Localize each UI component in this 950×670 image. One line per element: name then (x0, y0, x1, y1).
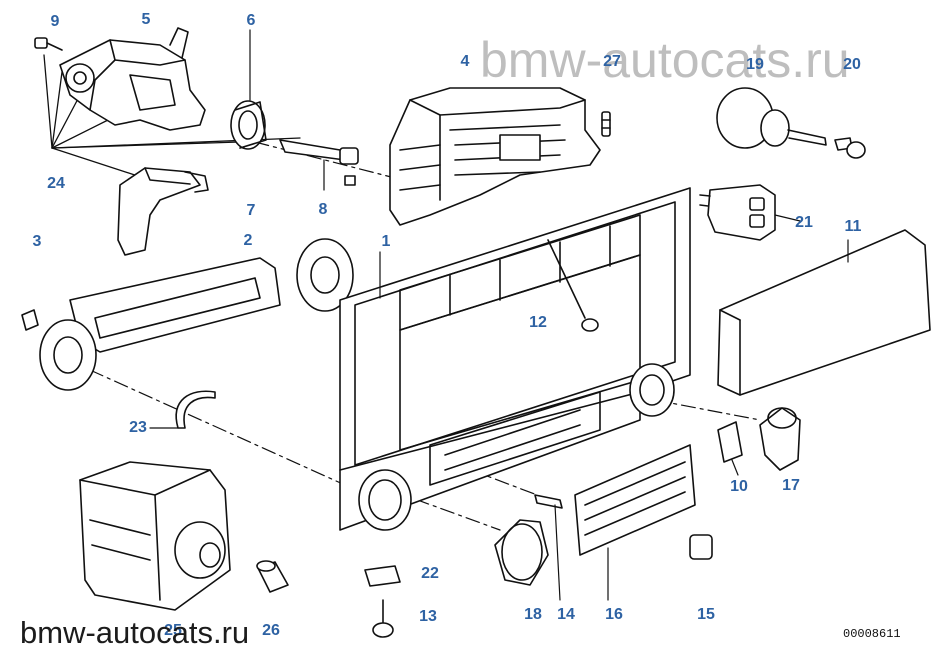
part-8-rod (279, 139, 359, 186)
part-23-arc (175, 390, 216, 429)
part-12-screw (547, 239, 599, 332)
callout-10: 10 (730, 478, 748, 495)
part-9-screw (34, 37, 63, 51)
callout-13: 13 (419, 608, 437, 625)
leader-lines-24 (43, 54, 301, 181)
callout-22: 22 (421, 565, 439, 582)
part-18-knob (494, 519, 549, 586)
callout-7: 7 (246, 202, 256, 219)
reference-number: 00008611 (843, 627, 901, 641)
callout-5: 5 (141, 11, 151, 28)
callout-26: 26 (262, 622, 280, 639)
part-5-switch-housing (59, 27, 206, 131)
part-22-clip (364, 565, 401, 587)
callout-24: 24 (47, 175, 65, 192)
part-2-frame-strip (39, 238, 354, 391)
callout-6: 6 (246, 12, 256, 29)
callout-3: 3 (32, 233, 42, 250)
callout-12: 12 (529, 314, 547, 331)
part-14-screw (534, 494, 563, 509)
callout-23: 23 (129, 419, 147, 436)
callout-15: 15 (697, 606, 715, 623)
callout-21: 21 (795, 214, 813, 231)
callout-1: 1 (381, 233, 391, 250)
callout-8: 8 (318, 201, 328, 218)
part-27-clip (601, 111, 611, 137)
part-11-cover-plate (717, 229, 931, 396)
callout-11: 11 (844, 218, 862, 235)
callout-2: 2 (243, 232, 253, 249)
part-26-bushing (256, 560, 289, 593)
part-21-switch (699, 184, 776, 241)
callout-17: 17 (782, 477, 800, 494)
callout-20: 20 (843, 56, 861, 73)
part-19-motor (716, 87, 827, 149)
part-6-ring (230, 100, 267, 150)
callout-18: 18 (524, 606, 542, 623)
part-20-bolt (834, 137, 866, 159)
watermark-bottom: bmw-autocats.ru (20, 615, 250, 650)
callout-14: 14 (557, 606, 575, 623)
callout-4: 4 (460, 53, 470, 70)
callout-27: 27 (603, 53, 621, 70)
callout-25: 25 (164, 622, 182, 639)
callout-ticks (149, 29, 849, 601)
part-16-grille (574, 444, 696, 556)
part-13-screw (372, 599, 394, 638)
callout-19: 19 (746, 56, 764, 73)
part-15-button-cap (689, 534, 713, 560)
watermark-top: bmw-autocats.ru (480, 32, 850, 88)
part-3-clip (21, 309, 39, 331)
callout-9: 9 (50, 13, 60, 30)
part-10-insert (717, 421, 743, 463)
callout-16: 16 (605, 606, 623, 623)
part-1-front-panel (339, 187, 691, 531)
part-4-control-mechanism (389, 87, 601, 226)
part-17-knob (759, 407, 801, 471)
part-25-valve-unit (79, 461, 231, 611)
part-7-bracket (117, 167, 209, 256)
